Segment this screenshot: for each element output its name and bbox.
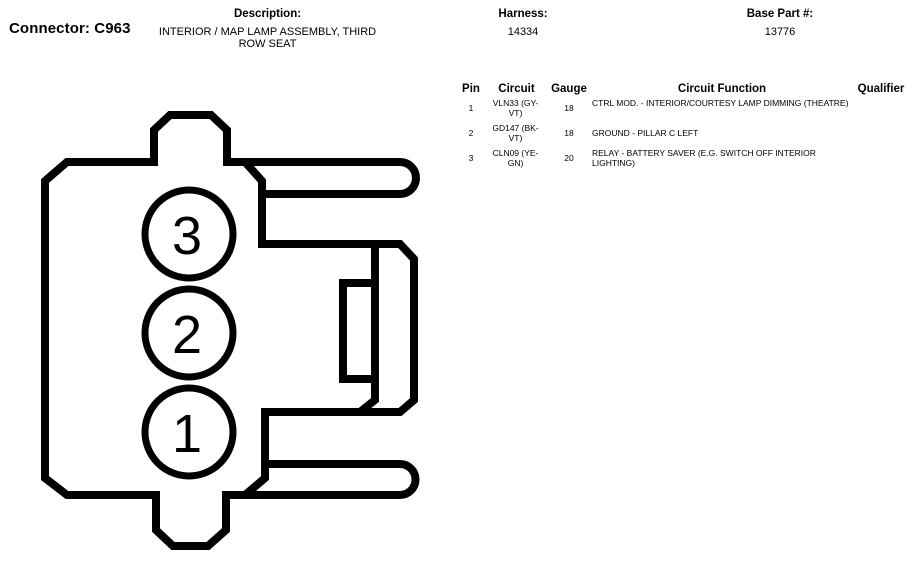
table-row-2-function: GROUND - PILLAR C LEFT	[592, 128, 699, 138]
pin-cavity-3	[141, 186, 237, 282]
table-row-1-gauge: 18	[564, 103, 574, 113]
side-latch-frame	[356, 240, 418, 416]
locking-tab	[339, 279, 379, 383]
description-value: INTERIOR / MAP LAMP ASSEMBLY, THIRD ROW …	[158, 26, 377, 50]
pin-cavity-2	[141, 285, 237, 381]
bottom-latch	[241, 460, 420, 499]
table-row-3-circuit: CLN09 (YE-GN)	[492, 148, 539, 168]
table-row-2-circuit: GD147 (BK-VT)	[492, 123, 539, 143]
column-header-pin: Pin	[462, 83, 480, 95]
pin-number-2: 2	[172, 305, 202, 365]
table-row-3-gauge: 20	[564, 153, 574, 163]
pin-cavity-1	[141, 384, 237, 480]
description-label: Description:	[233, 8, 302, 20]
harness-value: 14334	[507, 26, 539, 38]
table-row-2-gauge: 18	[564, 128, 574, 138]
table-row-2-pin: 2	[468, 128, 474, 138]
top-latch	[223, 158, 420, 198]
base-part-value: 13776	[764, 26, 796, 38]
table-row-3-pin: 3	[468, 153, 474, 163]
connector-title: Connector: C963	[9, 20, 131, 37]
column-header-circuit: Circuit	[498, 83, 535, 95]
harness-label: Harness:	[498, 8, 548, 20]
table-row-1-pin: 1	[468, 103, 474, 113]
column-header-gauge: Gauge	[551, 83, 587, 95]
column-header-qualifier: Qualifier	[857, 83, 905, 95]
column-header-circuit-function: Circuit Function	[677, 83, 767, 95]
table-row-3-function: RELAY - BATTERY SAVER (E.G. SWITCH OFF I…	[592, 148, 816, 168]
table-row-1-circuit: VLN33 (GY-VT)	[492, 98, 539, 118]
base-part-label: Base Part #:	[746, 8, 814, 20]
table-row-1-function: CTRL MOD. - INTERIOR/COURTESY LAMP DIMMI…	[592, 98, 849, 108]
connector-housing-outline	[41, 111, 379, 550]
pin-number-3: 3	[172, 206, 202, 266]
pin-number-1: 1	[172, 404, 202, 464]
